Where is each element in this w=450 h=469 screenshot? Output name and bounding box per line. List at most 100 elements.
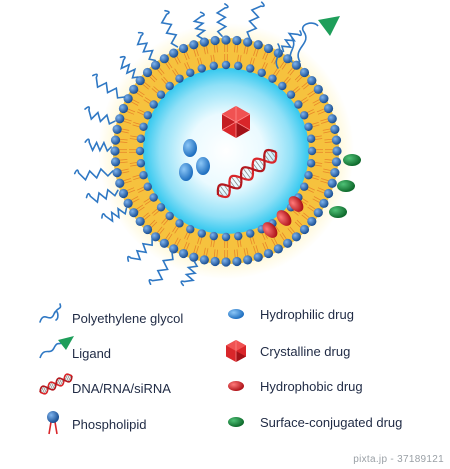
lipid-tail: [174, 226, 180, 234]
phospholipid-head: [327, 114, 337, 124]
lipid-tail: [150, 221, 158, 228]
phospholipid-head: [118, 188, 129, 199]
phospholipid-head: [257, 68, 266, 77]
phospholipid-head: [210, 256, 220, 267]
lipid-tail: [176, 55, 181, 64]
phospholipid-head: [186, 68, 195, 77]
lipid-tail: [213, 54, 216, 63]
lipid-tail: [151, 88, 159, 95]
phospholipid-head: [139, 171, 148, 180]
base-pair: [65, 374, 70, 382]
legend-item-surface: Surface-conjugated drug: [250, 410, 402, 434]
lipid-tail: [186, 62, 191, 70]
hydrophobic-drug-icon: [228, 381, 244, 391]
lipid-tail: [320, 120, 329, 124]
phospholipid-head: [243, 37, 253, 47]
lipid-bilayer: [110, 35, 342, 267]
phospholipid-head: [110, 146, 120, 156]
lipid-tail: [174, 237, 179, 245]
lipid-tail: [126, 110, 135, 115]
phospholipid-head: [246, 229, 255, 238]
lipid-tail: [136, 204, 144, 210]
lipid-tail: [206, 45, 209, 54]
lipid-tail: [287, 228, 294, 235]
lipid-tail: [120, 168, 129, 171]
peg-chain: [275, 43, 281, 69]
crystalline-drug: [221, 106, 251, 138]
phospholipid-head: [136, 134, 146, 143]
lipid-tail: [184, 231, 189, 239]
phospholipid-head: [156, 90, 166, 99]
phospholipid-head: [159, 54, 169, 64]
phospholipid-head: [263, 43, 274, 54]
lipid-tail: [133, 176, 142, 180]
lipid-tail: [165, 232, 171, 240]
legend-label: Polyethylene glycol: [72, 310, 184, 326]
lipid-tail: [310, 122, 319, 126]
lipid-tail: [279, 61, 285, 69]
hydrophilic-drug: [179, 163, 193, 181]
lipid-tail: [119, 141, 128, 143]
phospholipid-head: [221, 232, 231, 242]
lipid-tail: [324, 141, 333, 143]
lipid-tail: [174, 57, 179, 65]
lipid-tail: [324, 159, 333, 161]
lipid-tail: [183, 52, 188, 61]
surface-conjugated-drug: [343, 154, 361, 166]
base-pair: [49, 382, 54, 390]
phospholipid-head: [307, 216, 317, 227]
phospholipid-head: [169, 48, 179, 58]
hydrophilic-drug: [183, 139, 197, 157]
lipid-tail: [263, 63, 268, 71]
lipid-tail: [197, 58, 201, 67]
lipid-tail: [121, 128, 130, 131]
surface-conjugated-drug-group: [329, 154, 361, 218]
lipid-tail: [255, 48, 259, 57]
phospholipid-head: [149, 100, 158, 109]
lipid-tail: [253, 48, 257, 57]
phospholipid-heads: [110, 35, 342, 267]
phospholipid-head: [304, 171, 313, 180]
legend-item-hydrophobic: Hydrophobic drug: [250, 374, 363, 398]
lipid-tail: [320, 178, 329, 182]
lipid-tail: [143, 214, 151, 221]
lipid-tail: [206, 248, 209, 257]
lipid-tail: [130, 164, 139, 167]
lipid-tail: [273, 237, 278, 245]
lipid-tail: [123, 118, 132, 122]
lipid-tail: [287, 67, 294, 74]
phospholipid-head: [330, 168, 340, 178]
phospholipid-head: [306, 159, 316, 168]
lipid-tail: [282, 76, 289, 84]
lipid-tail: [274, 69, 280, 78]
lipid-tail: [130, 196, 139, 201]
lipid-tail: [172, 69, 178, 78]
phospholipid-head: [123, 198, 133, 208]
lipid-tail: [120, 131, 129, 134]
phospholipid-head: [110, 135, 121, 145]
lipid-tail: [299, 199, 308, 205]
lipid-tail: [161, 78, 168, 85]
phospholipid-head: [319, 198, 329, 208]
phospholipid-head: [307, 146, 317, 156]
lipid-tail: [239, 55, 242, 64]
lipid-tail: [156, 226, 163, 234]
dna-helix: [216, 148, 278, 199]
legend-item-phospholipid: Phospholipid: [62, 412, 146, 436]
lipid-tail: [317, 110, 326, 115]
lipid-tail: [167, 233, 173, 241]
phospholipid-head: [197, 64, 206, 73]
phospholipid-head: [209, 231, 218, 241]
lipid-tail: [203, 247, 206, 256]
hydrophilic-drug-icon: [228, 309, 244, 319]
phospholipid-head: [278, 81, 287, 91]
lipid-tail: [127, 189, 136, 194]
lipid-tail: [303, 212, 310, 219]
hydrophobic-drug: [276, 210, 292, 226]
phospholipid-head: [136, 159, 146, 168]
lipid-tail: [144, 199, 153, 205]
phospholipid-head: [178, 43, 189, 54]
lipid-tail: [136, 92, 144, 98]
lipid-tail: [149, 219, 156, 227]
